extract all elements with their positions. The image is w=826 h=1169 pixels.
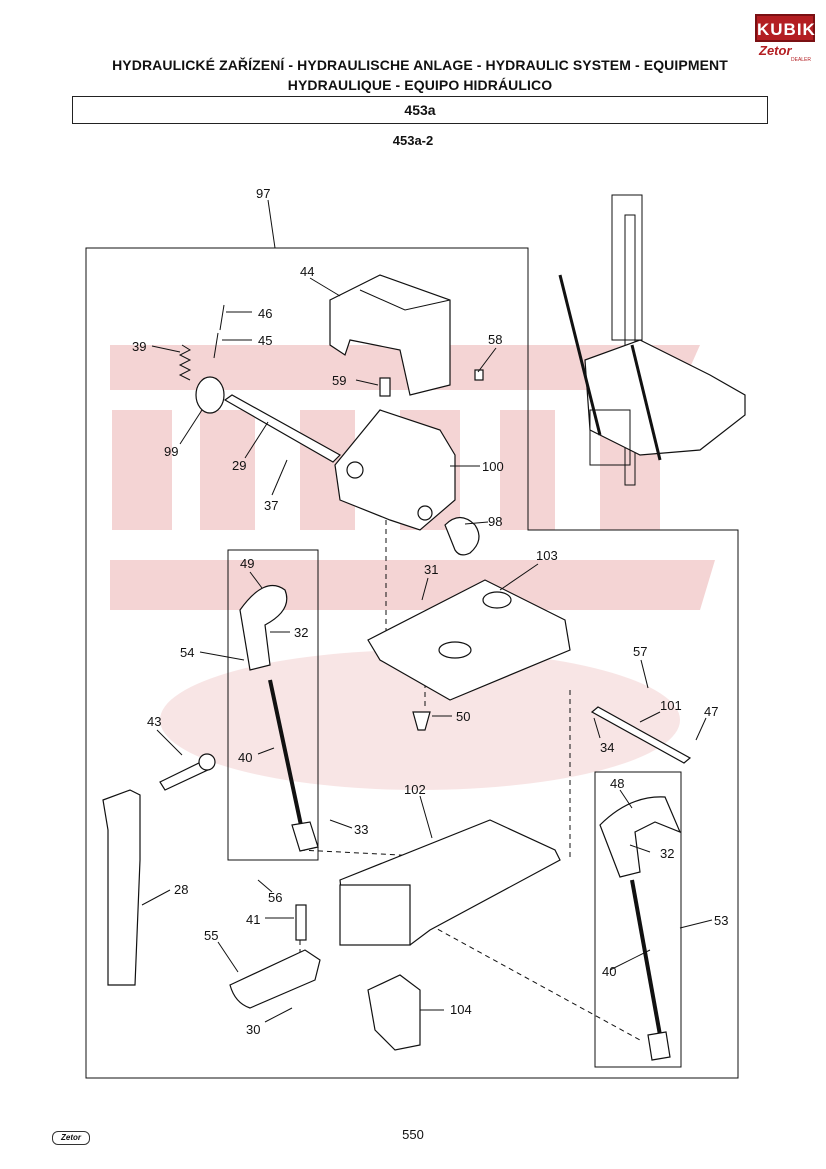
part-58-screw: [474, 369, 484, 381]
part-labels: 97 44 46 45 39 58 59 99 29 100 37 98 49 …: [132, 186, 728, 1037]
label-48: 48: [610, 776, 624, 791]
logo-zetor-text: Zetor: [759, 43, 792, 58]
label-37: 37: [264, 498, 278, 513]
title-line-1: HYDRAULICKÉ ZAŘÍZENÍ - HYDRAULISCHE ANLA…: [112, 57, 728, 73]
label-98: 98: [488, 514, 502, 529]
part-28-frame: [102, 789, 141, 986]
label-97: 97: [256, 186, 270, 201]
group-97-outline: [85, 247, 739, 1079]
label-104: 104: [450, 1002, 472, 1017]
title-line-2: HYDRAULIQUE - EQUIPO HIDRÁULICO: [287, 77, 553, 93]
label-32-left: 32: [294, 625, 308, 640]
assembled-view: [558, 194, 746, 486]
label-30: 30: [246, 1022, 260, 1037]
part-44-cover: [329, 274, 451, 396]
label-40-left: 40: [238, 750, 252, 765]
part-55-hook: [229, 949, 321, 1009]
part-50-plug: [412, 711, 431, 731]
page-number: 550: [402, 1127, 424, 1142]
label-58: 58: [488, 332, 502, 347]
part-100-bracket: [334, 409, 456, 531]
label-103: 103: [536, 548, 558, 563]
label-44: 44: [300, 264, 314, 279]
label-31: 31: [424, 562, 438, 577]
figure-code: 453a-2: [392, 133, 434, 148]
label-46: 46: [258, 306, 272, 321]
label-101: 101: [660, 698, 682, 713]
part-104-clip: [367, 974, 421, 1051]
label-49: 49: [240, 556, 254, 571]
section-code: 453a: [404, 102, 436, 118]
part-40-rod-left: [268, 679, 304, 831]
part-39-spring: [178, 344, 192, 381]
label-32-right: 32: [660, 846, 674, 861]
part-98-cam: [444, 516, 480, 556]
part-48-lever: [599, 796, 682, 878]
label-100: 100: [482, 459, 504, 474]
group-54-box: [227, 549, 319, 861]
label-45: 45: [258, 333, 272, 348]
part-29-shaft: [223, 394, 341, 463]
group-53-box: [594, 771, 682, 1068]
label-57: 57: [633, 644, 647, 659]
part-99-arm: [195, 376, 225, 414]
label-50: 50: [456, 709, 470, 724]
label-41: 41: [246, 912, 260, 927]
label-56: 56: [268, 890, 282, 905]
part-103-plate: [367, 579, 571, 701]
label-39: 39: [132, 339, 146, 354]
label-34: 34: [600, 740, 614, 755]
footer-zetor-logo: Zetor: [52, 1131, 90, 1145]
label-28: 28: [174, 882, 188, 897]
label-29: 29: [232, 458, 246, 473]
part-41-pin: [295, 904, 307, 941]
label-33: 33: [354, 822, 368, 837]
label-99: 99: [164, 444, 178, 459]
label-55: 55: [204, 928, 218, 943]
logo-kubik-text: KUBIK: [755, 14, 815, 42]
part-46-pin: [219, 304, 225, 331]
part-45-pin: [213, 332, 219, 359]
label-47: 47: [704, 704, 718, 719]
label-53: 53: [714, 913, 728, 928]
logo-dealer-text: DEALER: [791, 57, 812, 63]
label-54: 54: [180, 645, 194, 660]
label-102: 102: [404, 782, 426, 797]
kubik-zetor-logo: KUBIK Zetor DEALER: [755, 14, 815, 64]
part-59-bolt: [379, 377, 391, 397]
part-49-lever: [239, 585, 288, 671]
label-40-right: 40: [602, 964, 616, 979]
section-code-box: 453a: [72, 96, 768, 124]
label-59: 59: [332, 373, 346, 388]
leader-lines: [141, 277, 713, 1023]
part-101-shaft: [590, 706, 692, 764]
label-43: 43: [147, 714, 161, 729]
part-40-rod-right: [630, 879, 662, 1036]
